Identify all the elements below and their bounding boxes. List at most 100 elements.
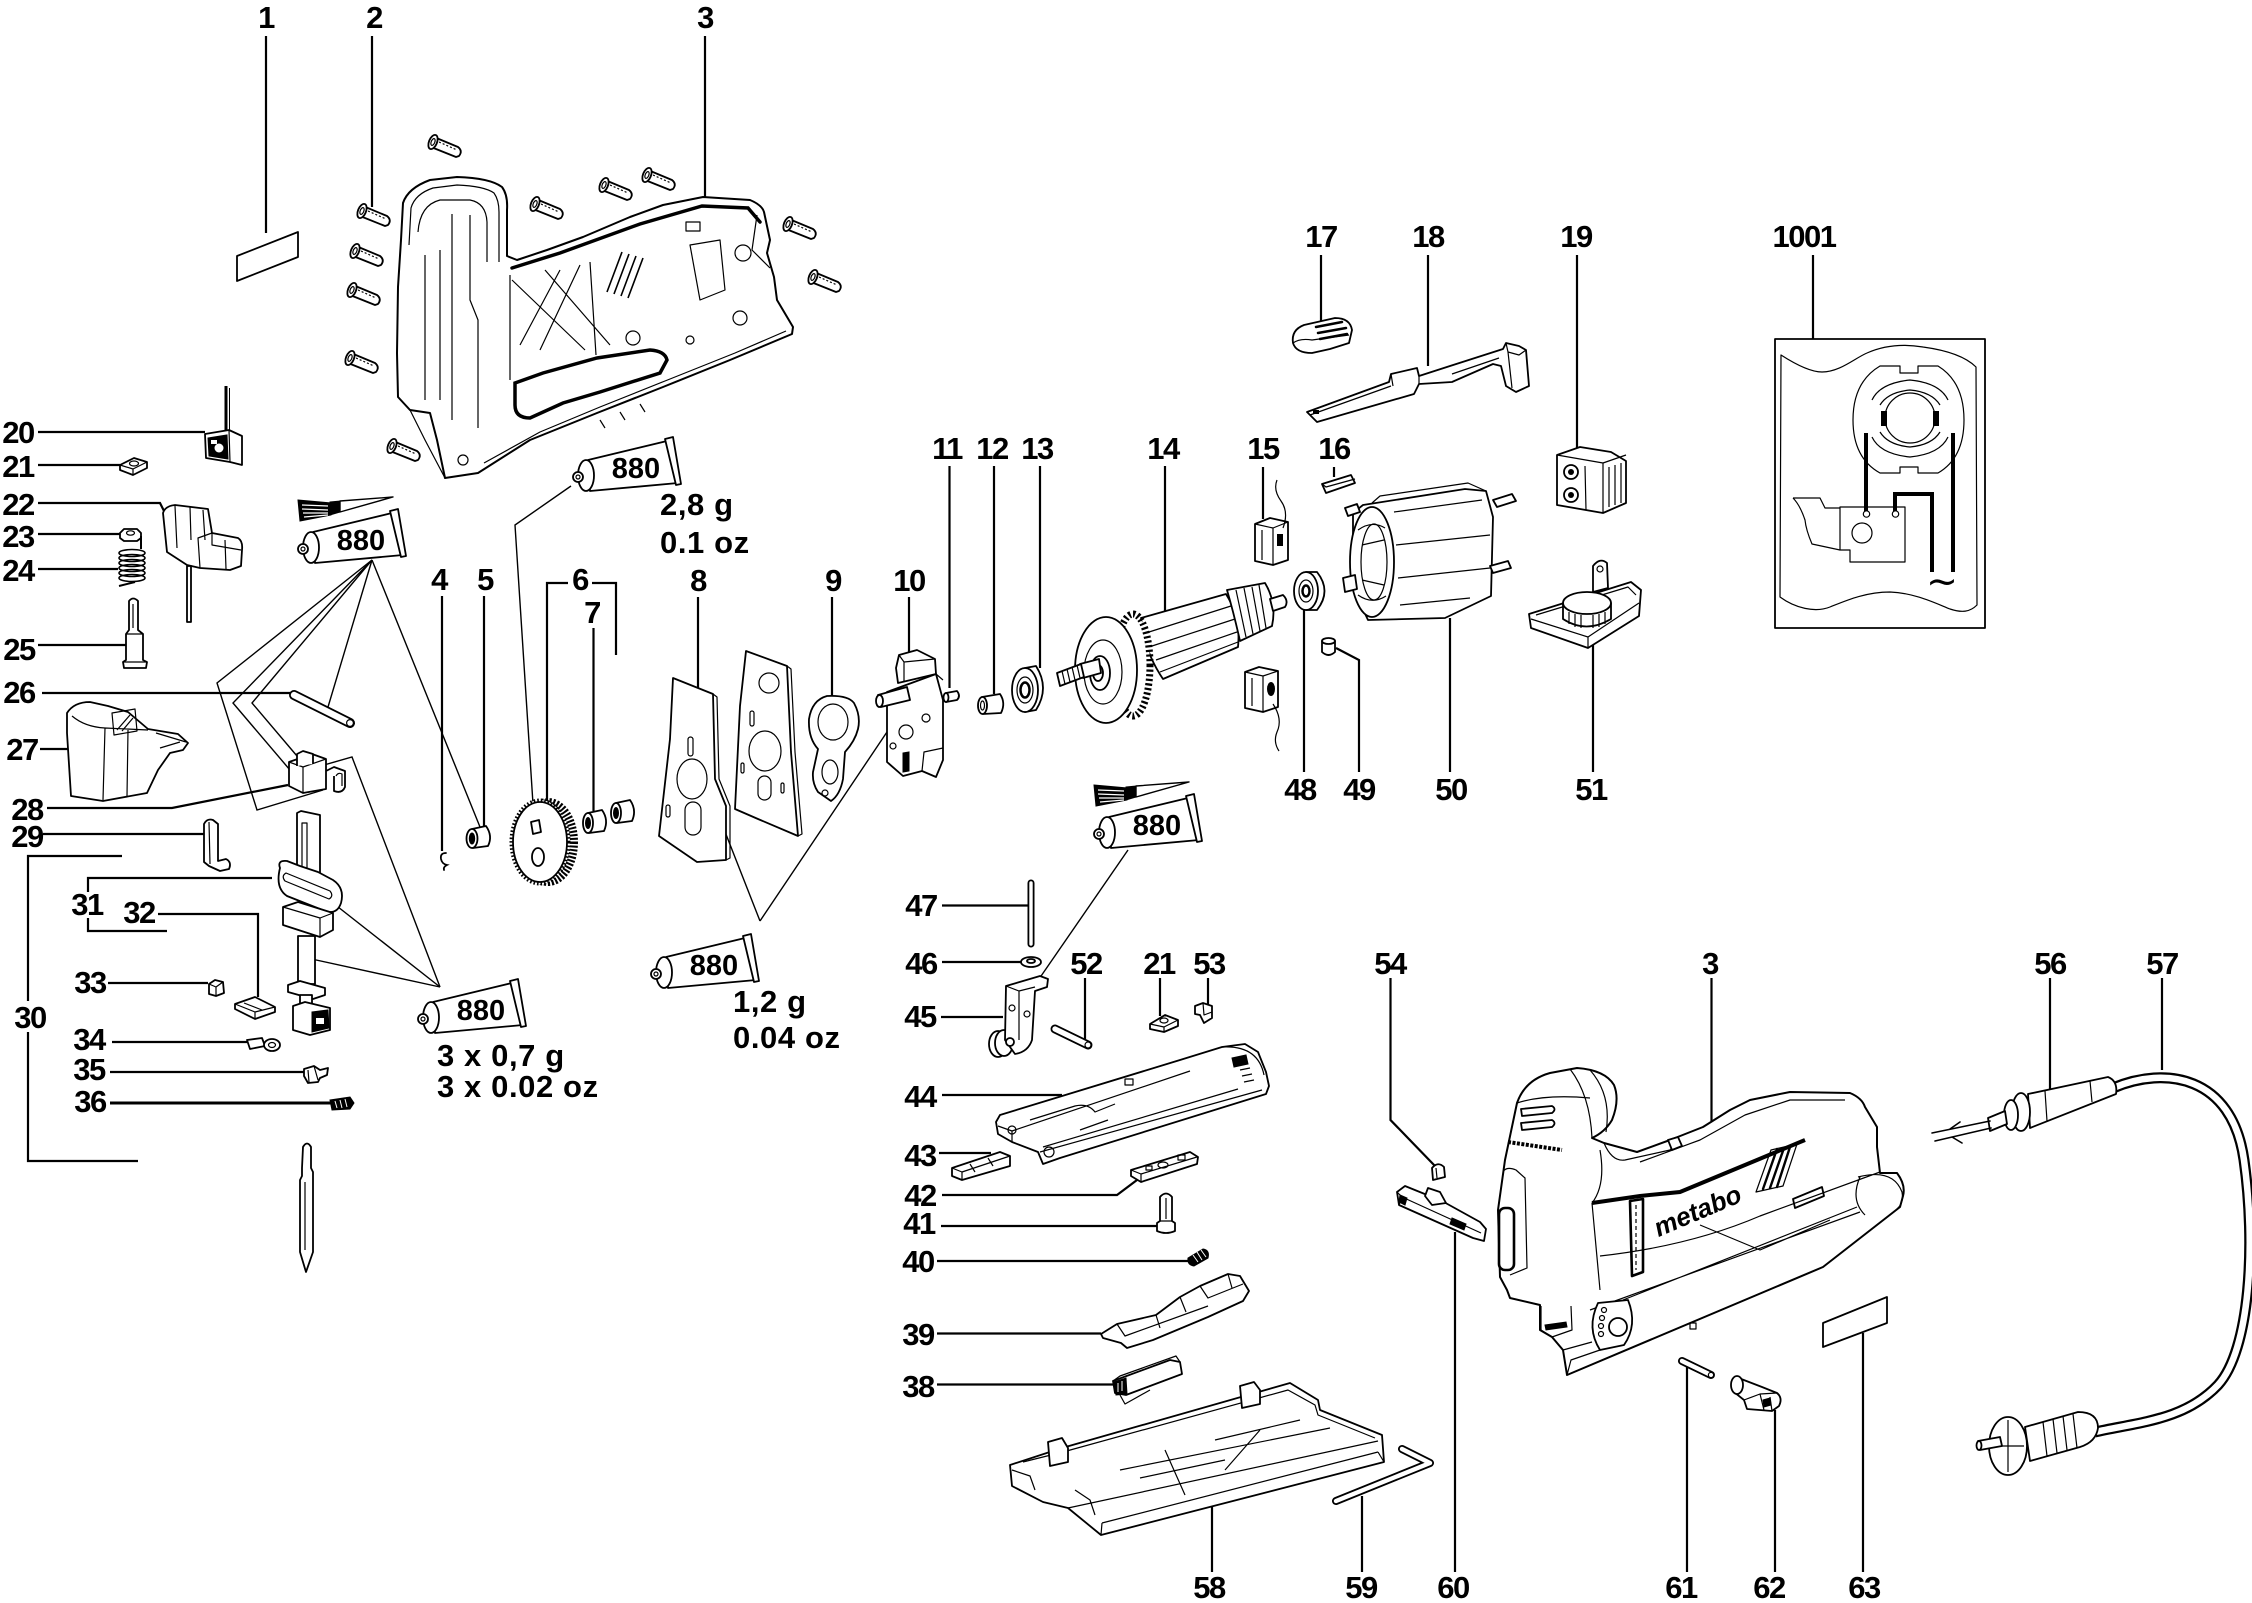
plate-slot	[282, 872, 333, 900]
leader-line	[942, 1179, 1138, 1197]
side-strip	[1628, 1197, 1645, 1278]
callout-label: 52	[1070, 946, 1102, 981]
pin-body	[1052, 1026, 1091, 1048]
side-vent	[1792, 1186, 1825, 1209]
callout-label: 35	[73, 1052, 106, 1087]
part-46-washer	[1020, 956, 1042, 968]
shaft-ledge	[287, 980, 326, 1000]
detail-line	[417, 199, 488, 262]
dial-ridges	[1568, 612, 1606, 628]
terminal	[1489, 560, 1512, 574]
lever-grip	[1113, 1377, 1128, 1396]
cap-slot	[1520, 1105, 1556, 1117]
callout-label: 33	[74, 965, 107, 1000]
part-5-needle-bearing	[465, 825, 491, 849]
detail	[1177, 1154, 1186, 1161]
rib-lines	[509, 261, 611, 380]
pin-end	[942, 692, 950, 703]
brace-lines	[1119, 1419, 1331, 1496]
lever-body	[1112, 1359, 1183, 1396]
group-bracket	[26, 854, 122, 1001]
callout-label: 47	[905, 888, 937, 923]
part-15-brush-holders	[1244, 479, 1289, 752]
callout-label: 57	[2146, 946, 2178, 981]
detail-line	[408, 184, 500, 262]
clip-tab	[296, 750, 314, 766]
key-body	[1333, 1446, 1433, 1504]
detail	[1277, 534, 1283, 546]
core-slots	[1148, 605, 1239, 673]
pin-body	[290, 691, 354, 727]
part-57-power-cord	[1975, 1072, 2252, 1476]
part-56-cord-sleeve	[1931, 1076, 2118, 1144]
part-1-label-plate	[236, 231, 299, 282]
base-tab	[1239, 1381, 1261, 1409]
detail	[1449, 1217, 1467, 1231]
plate-slot	[687, 736, 694, 757]
detail-line	[951, 1155, 1011, 1180]
detail	[1568, 469, 1574, 475]
detail	[211, 440, 217, 444]
callout-label: 10	[893, 563, 925, 598]
selector-mark	[1597, 1322, 1605, 1330]
callout-label: 22	[2, 487, 34, 522]
screw	[425, 132, 462, 158]
lock-button	[1667, 1136, 1683, 1151]
detail-line	[334, 1098, 348, 1109]
bracket-slot	[902, 751, 910, 773]
part-8-guide-plates	[658, 650, 803, 863]
tube-code: 880	[457, 995, 505, 1027]
cap-band	[1507, 1140, 1563, 1152]
detail-line	[124, 604, 146, 663]
plug-ribs	[2042, 1413, 2078, 1457]
front-window	[1497, 1206, 1516, 1272]
brush-holder	[1254, 517, 1289, 566]
part-13-ball-bearing	[1011, 665, 1044, 713]
stator-stub	[1342, 574, 1358, 593]
detail-line	[1292, 334, 1350, 344]
nut-hole	[1159, 1017, 1169, 1024]
brush-symbol	[1933, 411, 1939, 426]
part-26-pin	[289, 690, 355, 728]
lubricant-tube-2: 880	[297, 496, 407, 564]
sleeve-bore	[979, 700, 986, 711]
commutator	[1226, 582, 1275, 642]
plate-hole	[676, 758, 708, 800]
plate-hole	[748, 730, 782, 772]
callout-label: 29	[11, 819, 44, 854]
screw	[780, 214, 817, 240]
leader-line	[47, 783, 289, 810]
part-19-switch	[1556, 446, 1627, 514]
lubrication-line	[332, 902, 441, 988]
callout-label: 3	[1702, 946, 1719, 981]
callout-label: 53	[1193, 946, 1226, 981]
part-21-square-nut-2	[1149, 1014, 1179, 1033]
cover-rod	[186, 565, 192, 623]
pin-end	[346, 718, 355, 727]
callout-leader-lines	[26, 36, 2164, 1572]
part-50-field-stator	[1342, 482, 1517, 621]
tube-code: 880	[690, 950, 738, 982]
dial-top	[1562, 591, 1612, 615]
clip-body	[1431, 1163, 1446, 1181]
plate-slot	[757, 775, 772, 801]
part-27-chip-guard	[66, 701, 189, 802]
detail-line	[2044, 1080, 2093, 1122]
detail-line	[1112, 1355, 1181, 1405]
grip-opening	[513, 348, 669, 420]
part-7-bearing-sleeves	[582, 799, 635, 834]
sleeve-top	[1321, 637, 1336, 645]
callout-label: 27	[6, 732, 38, 767]
callout-label: 36	[74, 1084, 107, 1119]
rim-lines	[1022, 1389, 1385, 1536]
detail-line	[1160, 1198, 1172, 1222]
arm-hole	[1023, 1010, 1031, 1018]
bolt-body	[122, 597, 148, 669]
detail-line	[208, 981, 224, 996]
control-tab	[1592, 559, 1609, 593]
plate-slot	[740, 762, 745, 774]
part-48-ball-bearing	[1293, 571, 1326, 611]
coil	[118, 558, 146, 568]
front-panel	[1502, 1167, 1528, 1276]
